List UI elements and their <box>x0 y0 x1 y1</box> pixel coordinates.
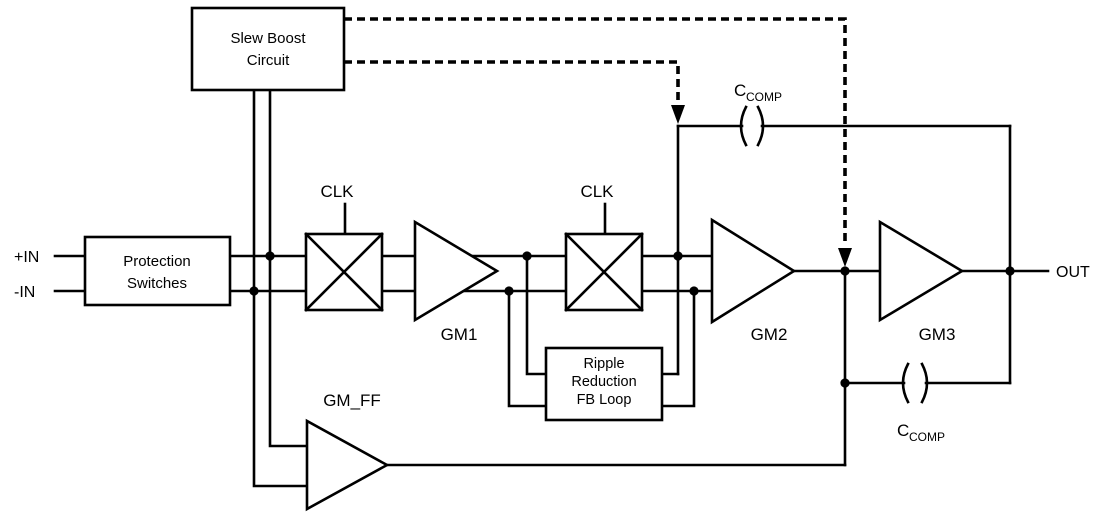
ccomp-top-label-main: C <box>734 81 746 100</box>
output-label: OUT <box>1056 264 1090 281</box>
clk2-label: CLK <box>580 182 614 201</box>
protection-switches-block: Protection Switches <box>83 235 232 307</box>
gm3-label: GM3 <box>919 325 956 344</box>
protection-label-line1: Protection <box>123 253 191 270</box>
gm2-amplifier <box>710 217 797 325</box>
junction-dot <box>673 251 683 261</box>
protection-switches-box <box>83 235 232 307</box>
ccomp-top-capacitor <box>739 105 765 147</box>
ripple-right-bottom-tap-wire <box>660 289 696 408</box>
ripple-label-line2: Reduction <box>571 374 636 390</box>
junction-dot <box>840 266 850 276</box>
slew-boost-control-paths <box>344 17 852 267</box>
junction-dot <box>249 286 259 296</box>
input-pos-label: +IN <box>14 249 39 266</box>
slew-tap-left-vertical-wire <box>252 88 309 488</box>
ripple-left-top-tap-wire <box>525 254 548 376</box>
clk1-label: CLK <box>320 182 354 201</box>
junction-dot <box>840 378 850 388</box>
capacitor-plate-right <box>920 362 929 404</box>
slew-dashed-path-to-gm2-node <box>344 17 847 246</box>
junction-dot <box>522 251 532 261</box>
junction-dot <box>265 251 275 261</box>
gm1-label: GM1 <box>441 325 478 344</box>
slew-boost-box <box>190 6 346 92</box>
slew-boost-label-line1: Slew Boost <box>230 30 306 47</box>
ccomp-top-label-sub: COMP <box>746 90 782 104</box>
gm3-amplifier <box>878 219 965 323</box>
input-neg-label: -IN <box>14 284 35 301</box>
junction-dot <box>1005 266 1015 276</box>
capacitor-plate-right <box>756 105 765 147</box>
protection-label-line2: Switches <box>127 275 187 292</box>
junction-dot <box>504 286 514 296</box>
ripple-label-line3: FB Loop <box>577 392 632 408</box>
ripple-label-line1: Ripple <box>583 356 624 372</box>
down-arrowhead-icon <box>838 248 852 267</box>
gm1-amplifier <box>413 219 500 323</box>
junction-dot <box>689 286 699 296</box>
slew-tap-right-vertical-wire <box>268 88 309 448</box>
slew-dashed-path-to-ccomp-node <box>344 60 680 103</box>
ripple-reduction-box <box>544 346 664 422</box>
gm2-label: GM2 <box>751 325 788 344</box>
ccomp-bottom-capacitor <box>901 362 929 404</box>
text-labels: +IN -IN OUT CLK CLK GM1 GM2 GM3 GM_FF C … <box>14 81 1090 444</box>
chopper-switch-1 <box>304 232 384 312</box>
junction-dots <box>249 251 1015 388</box>
capacitor-plate-left <box>901 362 910 404</box>
capacitor-plate-left <box>739 105 748 147</box>
chopper2-diagonal-2 <box>564 232 644 312</box>
chopper1-diagonal-2 <box>304 232 384 312</box>
ripple-reduction-block: Ripple Reduction FB Loop <box>544 346 664 422</box>
ccomp-bottom-label-main: C <box>897 421 909 440</box>
slew-boost-block: Slew Boost Circuit <box>190 6 346 92</box>
ccomp-bottom-label-sub: COMP <box>909 430 945 444</box>
down-arrowhead-icon <box>671 105 685 124</box>
slew-boost-label-line2: Circuit <box>247 52 290 69</box>
chopper-switch-2 <box>564 232 644 312</box>
signal-wires <box>53 88 1050 488</box>
ripple-left-bottom-tap-wire <box>507 289 548 408</box>
gmff-label: GM_FF <box>323 391 381 410</box>
gmff-amplifier <box>305 418 390 512</box>
